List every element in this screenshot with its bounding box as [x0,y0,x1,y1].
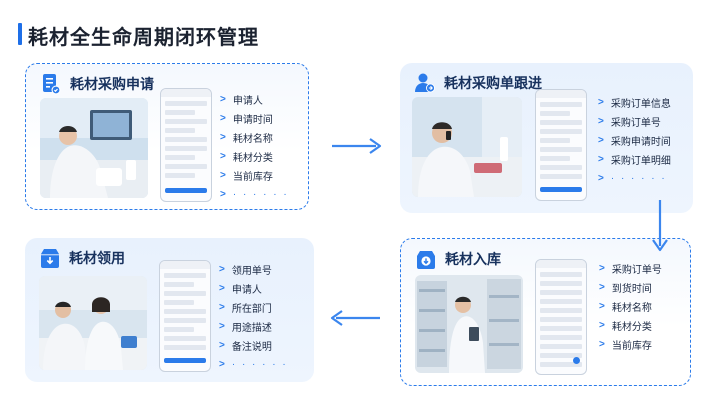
field-list: >申请人 >申请时间 >耗材名称 >耗材分类 >当前库存 >· · · · · … [220,90,289,204]
box-download-icon [39,247,61,269]
field-item: >耗材分类 [220,147,289,166]
card-header: 耗材入库 [415,247,501,271]
title-accent-bar [18,23,22,45]
field-item: >所在部门 [219,298,288,317]
card-requisition: 耗材领用 >领用单号 >申请人 >所在部门 >用途描述 >备注说明 >· · ·… [25,238,314,382]
field-more: >· · · · · · [219,355,288,374]
field-item: >采购订单号 [598,112,671,131]
arrow-left [326,308,382,328]
field-item: >当前库存 [220,166,289,185]
phone-mockup [159,260,211,372]
inbox-download-icon [415,248,437,270]
page-title: 耗材全生命周期闭环管理 [28,21,259,50]
field-list: >采购订单信息 >采购订单号 >采购申请时间 >采购订单明细 >· · · · … [598,93,671,188]
card-inbound: 耗材入库 >采购订单号 >到货时间 >耗材名称 >耗材分类 >当前库存 [400,238,691,386]
phone-mockup [535,259,587,375]
phone-mockup [160,88,212,202]
field-item: >用途描述 [219,317,288,336]
field-item: >当前库存 [599,335,662,354]
phone-mockup [535,89,587,201]
arrow-right [330,136,386,156]
card-header: 耗材领用 [39,246,125,270]
arrow-down [650,198,670,256]
lab-photo [40,98,148,198]
field-item: >申请人 [219,279,288,298]
field-item: >备注说明 [219,336,288,355]
field-more: >· · · · · · [220,185,289,204]
field-item: >到货时间 [599,278,662,297]
field-item: >采购申请时间 [598,131,671,150]
field-item: >耗材分类 [599,316,662,335]
card-title: 耗材采购单跟进 [444,73,542,93]
document-edit-icon [40,73,62,95]
card-title: 耗材入库 [445,249,501,269]
field-item: >耗材名称 [599,297,662,316]
field-item: >领用单号 [219,260,288,279]
card-purchase-request: 耗材采购申请 >申请人 >申请时间 >耗材名称 >耗材分类 >当前库存 >· ·… [25,63,309,210]
field-more: >· · · · · · [598,169,671,188]
lab-photo [39,276,147,370]
lab-photo [415,275,523,373]
field-list: >采购订单号 >到货时间 >耗材名称 >耗材分类 >当前库存 [599,259,662,354]
card-header: 耗材采购单跟进 [414,71,542,95]
field-item: >采购订单号 [599,259,662,278]
field-item: >申请人 [220,90,289,109]
card-header: 耗材采购申请 [40,72,154,96]
card-title: 耗材领用 [69,248,125,268]
user-sync-icon [414,72,436,94]
field-item: >采购订单明细 [598,150,671,169]
card-purchase-tracking: 耗材采购单跟进 >采购订单信息 >采购订单号 >采购申请时间 >采购订单明细 >… [400,63,693,213]
lab-photo [412,97,522,197]
field-item: >耗材名称 [220,128,289,147]
field-item: >采购订单信息 [598,93,671,112]
field-list: >领用单号 >申请人 >所在部门 >用途描述 >备注说明 >· · · · · … [219,260,288,374]
field-item: >申请时间 [220,109,289,128]
card-title: 耗材采购申请 [70,74,154,94]
